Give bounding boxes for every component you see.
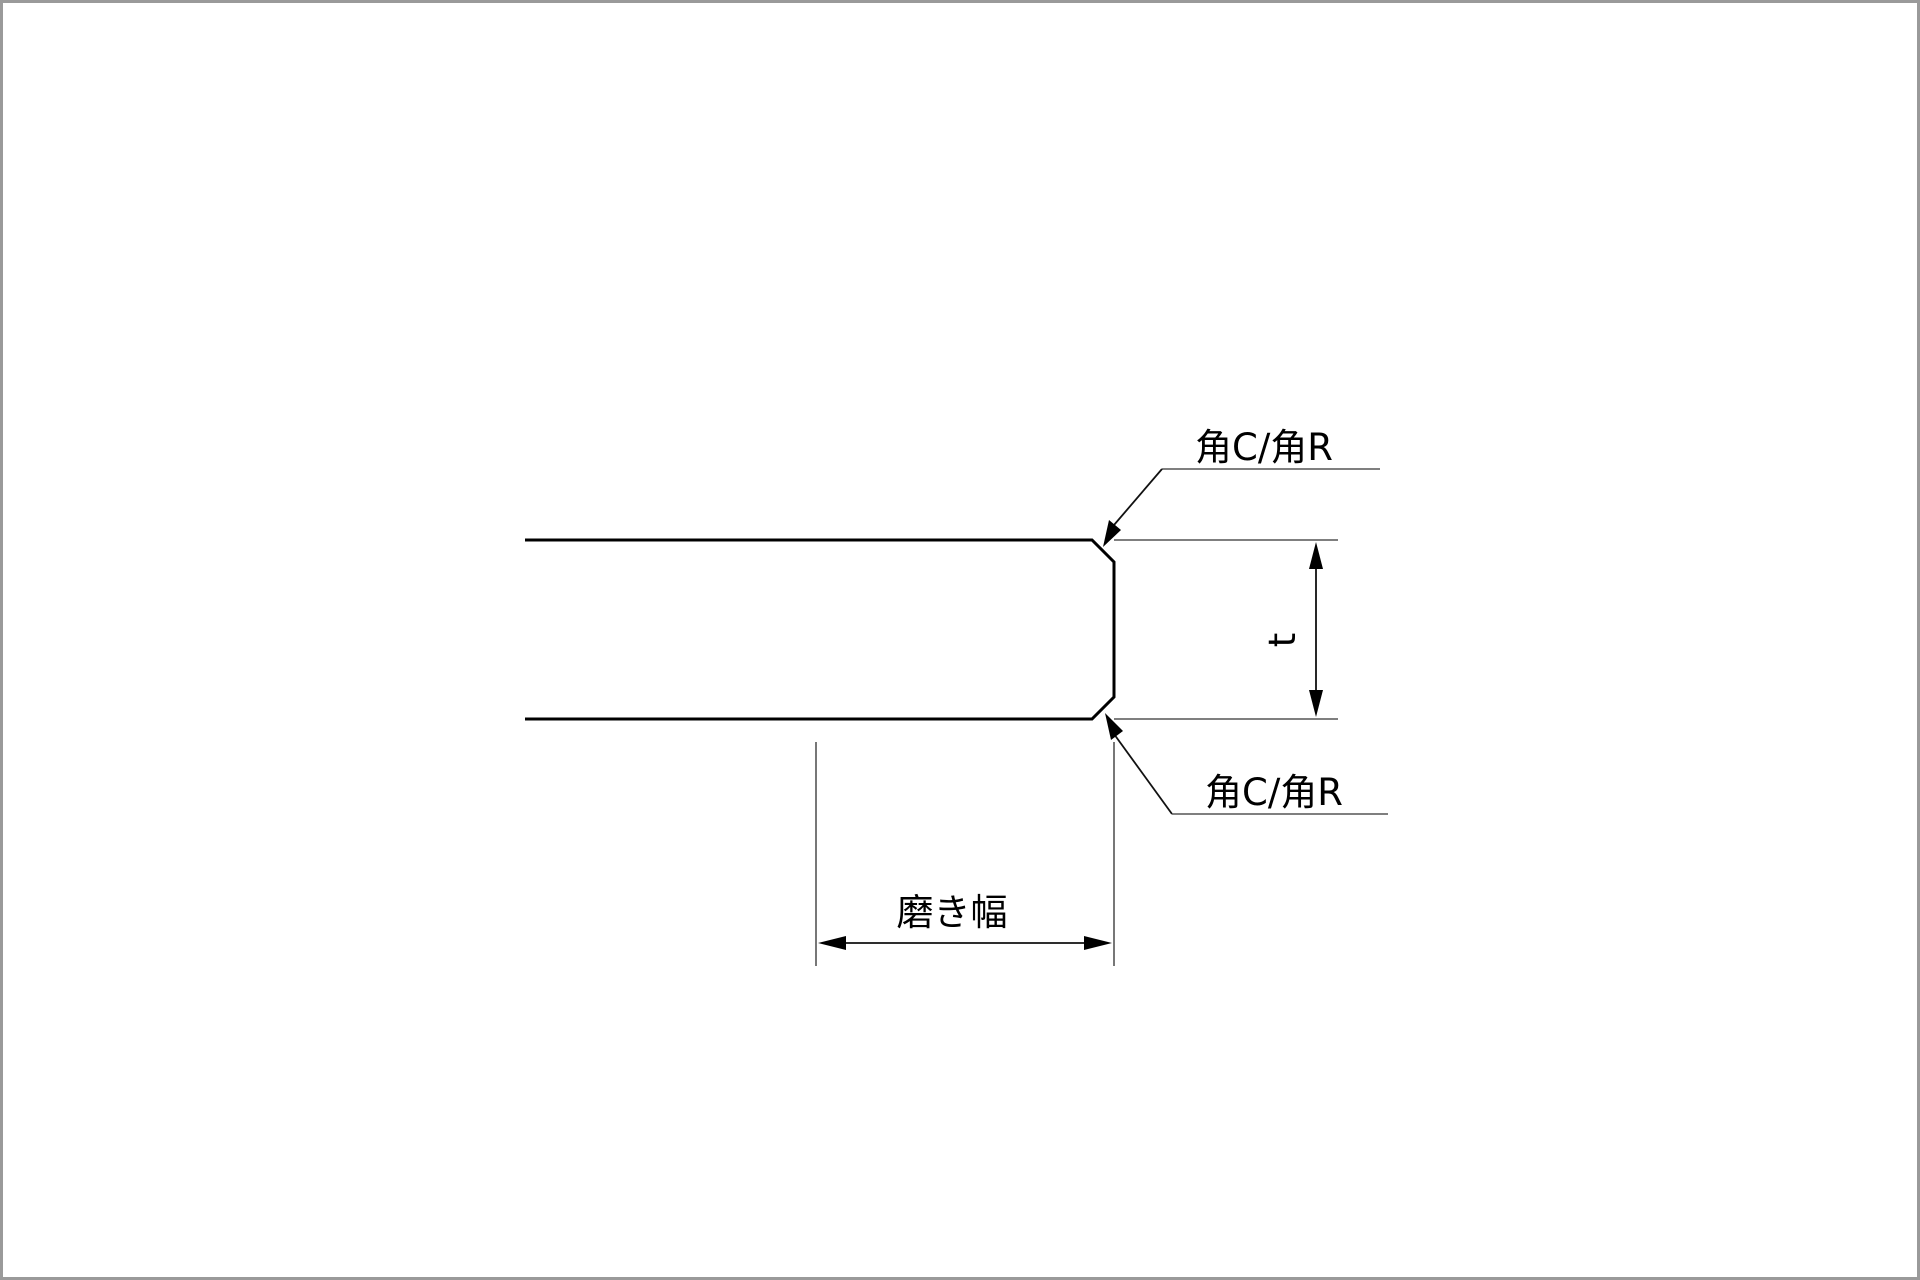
polish-width-arrow-left bbox=[818, 936, 846, 950]
thickness-label: t bbox=[1261, 633, 1304, 648]
thickness-arrow-top bbox=[1309, 542, 1323, 569]
thickness-arrow-bottom bbox=[1309, 690, 1323, 717]
plate-outline bbox=[525, 538, 1116, 721]
corner-bottom-leader-diagonal bbox=[1113, 733, 1173, 815]
corner-top-label: 角C/角R bbox=[1195, 426, 1333, 469]
corner-top-leader-diagonal bbox=[1113, 468, 1163, 526]
polish-width-label: 磨き幅 bbox=[897, 891, 1008, 934]
corner-bottom-arrow bbox=[1105, 713, 1123, 740]
polish-width-arrow-right bbox=[1084, 936, 1112, 950]
corner-top-arrow bbox=[1103, 520, 1121, 547]
corner-bottom-label: 角C/角R bbox=[1205, 771, 1343, 814]
